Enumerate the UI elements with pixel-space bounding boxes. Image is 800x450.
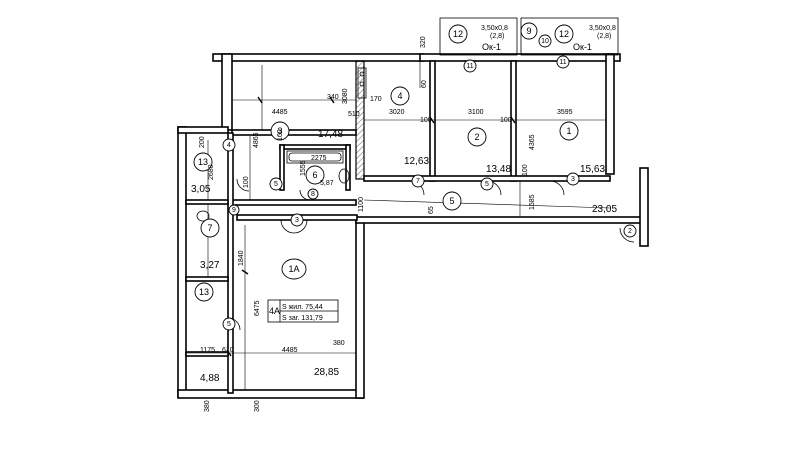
marker-3a: 3 <box>295 217 299 224</box>
area-room-1: 15,63 <box>580 164 605 175</box>
area-room-1a: 28,85 <box>314 367 339 378</box>
room-number-markers: 1 2 3 4 5 6 7 1А 13 13 12 12 9 10 <box>193 22 579 302</box>
dim-380a: 380 <box>333 340 345 347</box>
room-3-number: 3 <box>277 126 282 136</box>
dim-4365: 4365 <box>529 134 536 150</box>
room-2-number: 2 <box>474 132 479 142</box>
area-room-6: 5,87 <box>320 180 334 187</box>
room-1-number: 1 <box>566 126 571 136</box>
dim-4485-bottom: 4485 <box>282 347 298 354</box>
window-a-height: (2,8) <box>490 33 504 40</box>
dim-3100: 3100 <box>468 109 484 116</box>
window-a-size: 3,50х0,8 <box>481 25 508 32</box>
dim-100d: 100 <box>522 164 529 176</box>
dim-4865: 4865 <box>253 132 260 148</box>
dim-60: 60 <box>421 80 428 88</box>
room-12a-number: 12 <box>453 29 463 39</box>
room-4-number: 4 <box>397 91 402 101</box>
dim-610: 610 <box>222 347 234 354</box>
dim-3595: 3595 <box>557 109 573 116</box>
exterior-walls <box>177 17 649 399</box>
dim-200: 200 <box>199 136 206 148</box>
dimension-texts: 320 60 4485 340 3080 170 3020 3100 3595 … <box>199 36 573 412</box>
window-b-label: Ок-1 <box>573 42 592 52</box>
total-area: S заг. 131,79 <box>282 315 323 322</box>
area-room-2: 13,48 <box>486 164 511 175</box>
marker-4: 4 <box>227 142 231 149</box>
dim-3020: 3020 <box>389 109 405 116</box>
area-room-5: 23,05 <box>592 204 617 215</box>
apartment-summary: 4А S жил. 75,44 S заг. 131,79 <box>267 299 339 323</box>
dimension-lines <box>186 62 611 390</box>
dim-380b: 380 <box>204 400 211 412</box>
marker-8: 8 <box>311 191 315 198</box>
room-1a-number: 1А <box>288 264 299 274</box>
room-9-number: 9 <box>526 26 531 36</box>
dim-100a: 100 <box>420 117 432 124</box>
marker-11b: 11 <box>559 59 566 66</box>
dim-510: 510 <box>348 111 360 118</box>
doors <box>227 178 635 331</box>
bathroom-fixtures <box>196 67 367 222</box>
dim-6475: 6475 <box>254 300 261 316</box>
window-b-size: 3,50х0,8 <box>589 25 616 32</box>
dim-1175: 1175 <box>200 347 215 354</box>
room-13b-number: 13 <box>199 287 209 297</box>
marker-9: 9 <box>232 207 236 214</box>
room-10-number: 10 <box>541 38 549 45</box>
dim-100b: 100 <box>500 117 512 124</box>
element-markers: 11 11 5 5 5 7 3 3 4 2 8 9 <box>222 55 637 331</box>
area-room-3: 17,48 <box>318 129 343 140</box>
dim-100c: 100 <box>243 176 250 188</box>
marker-5b: 5 <box>485 181 489 188</box>
dim-1555: 1555 <box>300 160 307 176</box>
dim-65: 65 <box>428 206 435 214</box>
room-12b-number: 12 <box>559 29 569 39</box>
room-7-number: 7 <box>207 223 212 233</box>
area-room-13b: 4,88 <box>200 373 220 384</box>
dim-300: 300 <box>254 400 261 412</box>
area-room-7: 3,27 <box>200 260 220 271</box>
window-labels: 3,50х0,8 (2,8) Ок-1 3,50х0,8 (2,8) Ок-1 <box>481 25 616 52</box>
dim-1100: 1100 <box>358 197 365 212</box>
marker-11a: 11 <box>466 63 473 70</box>
dim-170: 170 <box>370 96 382 103</box>
room-5-number: 5 <box>449 196 454 206</box>
dim-3080: 3080 <box>342 88 349 104</box>
dim-1585: 1585 <box>529 194 536 210</box>
dim-2680: 2680 <box>208 164 215 180</box>
marker-5a: 5 <box>274 181 278 188</box>
room-6-number: 6 <box>312 170 317 180</box>
dim-320: 320 <box>420 36 427 48</box>
marker-3b: 3 <box>571 176 575 183</box>
apartment-code: 4А <box>269 306 280 316</box>
area-room-4: 12,63 <box>404 156 429 167</box>
dim-1840: 1840 <box>238 250 245 266</box>
area-room-13a: 3,05 <box>191 184 211 195</box>
dim-160: 160 <box>277 129 284 141</box>
dim-2275: 2275 <box>311 155 327 162</box>
marker-7a: 7 <box>416 178 420 185</box>
marker-5c: 5 <box>227 321 231 328</box>
marker-2: 2 <box>628 228 632 235</box>
room-13a-number: 13 <box>198 157 208 167</box>
window-b-height: (2,8) <box>597 33 611 40</box>
living-area: S жил. 75,44 <box>282 304 323 311</box>
dim-340: 340 <box>327 94 339 101</box>
room-areas: 15,63 13,48 17,48 12,63 23,05 5,87 3,27 … <box>191 129 617 384</box>
dim-4485-top: 4485 <box>272 109 288 116</box>
window-a-label: Ок-1 <box>482 42 501 52</box>
